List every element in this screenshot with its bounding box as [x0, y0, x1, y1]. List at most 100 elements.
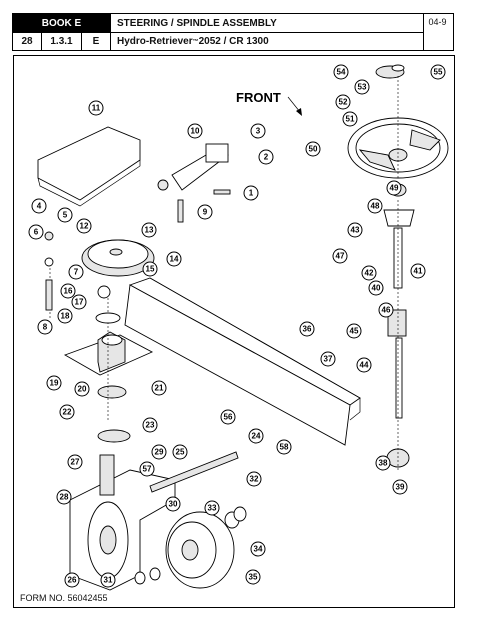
svg-text:36: 36 [303, 325, 312, 334]
washer-inner-2 [149, 567, 161, 581]
callout-50: 50 [305, 141, 321, 157]
svg-text:22: 22 [63, 408, 72, 417]
washer-outer [233, 506, 247, 522]
sprocket-hub [109, 248, 123, 256]
spindle-shaft [99, 454, 115, 496]
steering-hub [388, 148, 408, 162]
callout-29: 29 [151, 444, 167, 460]
callout-44: 44 [356, 357, 372, 373]
svg-text:57: 57 [143, 465, 152, 474]
callout-5: 5 [57, 207, 73, 223]
bearing-cup [97, 429, 131, 443]
svg-text:32: 32 [250, 475, 259, 484]
svg-text:49: 49 [390, 184, 399, 193]
svg-text:58: 58 [280, 443, 289, 452]
callout-40: 40 [368, 280, 384, 296]
svg-text:24: 24 [252, 432, 261, 441]
svg-text:11: 11 [92, 104, 101, 113]
nut-4 [44, 231, 54, 241]
callout-13: 13 [141, 222, 157, 238]
svg-text:12: 12 [80, 222, 89, 231]
bearing-16 [97, 285, 111, 299]
horn-button [391, 64, 405, 72]
section-number: 1.3.1 [42, 33, 82, 50]
form-number: FORM NO. 56042455 [20, 593, 108, 603]
svg-text:47: 47 [336, 252, 345, 261]
svg-text:26: 26 [68, 576, 77, 585]
callout-19: 19 [46, 375, 62, 391]
book-label: BOOK E [13, 14, 111, 33]
callout-10: 10 [187, 123, 203, 139]
callout-23: 23 [142, 417, 158, 433]
callout-55: 55 [430, 64, 446, 80]
cover-plate-edge [37, 160, 141, 207]
svg-text:56: 56 [224, 413, 233, 422]
callout-7: 7 [68, 264, 84, 280]
callout-18: 18 [57, 308, 73, 324]
svg-text:31: 31 [104, 576, 113, 585]
svg-text:52: 52 [339, 98, 348, 107]
svg-text:25: 25 [176, 448, 185, 457]
universal-joint [387, 309, 407, 337]
svg-text:8: 8 [43, 323, 48, 332]
callout-1: 1 [243, 185, 259, 201]
svg-text:53: 53 [358, 83, 367, 92]
svg-text:55: 55 [434, 68, 443, 77]
callout-49: 49 [386, 180, 402, 196]
svg-text:51: 51 [346, 115, 355, 124]
svg-text:16: 16 [64, 287, 73, 296]
header-table: BOOK E STEERING / SPINDLE ASSEMBLY 28 1.… [12, 13, 454, 51]
callout-20: 20 [74, 381, 90, 397]
callout-39: 39 [392, 479, 408, 495]
lower-shaft [395, 337, 403, 419]
svg-text:44: 44 [360, 361, 369, 370]
front-arrow-head [296, 108, 302, 116]
callout-14: 14 [166, 251, 182, 267]
callout-51: 51 [342, 111, 358, 127]
svg-text:48: 48 [371, 202, 380, 211]
svg-text:43: 43 [351, 226, 360, 235]
callout-24: 24 [248, 428, 264, 444]
svg-text:40: 40 [372, 284, 381, 293]
svg-text:27: 27 [71, 458, 80, 467]
pin-8 [45, 279, 53, 311]
steering-spoke-left [358, 149, 396, 171]
svg-text:14: 14 [170, 255, 179, 264]
svg-text:3: 3 [256, 127, 261, 136]
svg-text:30: 30 [169, 500, 178, 509]
callout-38: 38 [375, 455, 391, 471]
callout-28: 28 [56, 489, 72, 505]
callout-11: 11 [88, 100, 104, 116]
callout-52: 52 [335, 94, 351, 110]
svg-text:19: 19 [50, 379, 59, 388]
callout-3: 3 [250, 123, 266, 139]
callout-6: 6 [28, 224, 44, 240]
callout-17: 17 [71, 294, 87, 310]
svg-text:10: 10 [191, 127, 200, 136]
callout-32: 32 [246, 471, 262, 487]
svg-text:35: 35 [249, 573, 258, 582]
callout-45: 45 [346, 323, 362, 339]
channel-side [124, 284, 351, 446]
svg-text:5: 5 [63, 211, 68, 220]
callout-25: 25 [172, 444, 188, 460]
callout-48: 48 [367, 198, 383, 214]
callout-8: 8 [37, 319, 53, 335]
callout-53: 53 [354, 79, 370, 95]
svg-text:6: 6 [34, 228, 39, 237]
svg-text:46: 46 [382, 306, 391, 315]
bracket-tab [205, 143, 229, 163]
callout-54: 54 [333, 64, 349, 80]
svg-text:1: 1 [249, 189, 254, 198]
svg-text:15: 15 [146, 265, 155, 274]
svg-text:20: 20 [78, 385, 87, 394]
fork-wheel-rear-hub [99, 525, 117, 555]
callout-36: 36 [299, 321, 315, 337]
callout-22: 22 [59, 404, 75, 420]
callout-34: 34 [250, 541, 266, 557]
diagram-frame [13, 55, 455, 608]
front-arrow [287, 96, 301, 113]
svg-text:33: 33 [208, 504, 217, 513]
